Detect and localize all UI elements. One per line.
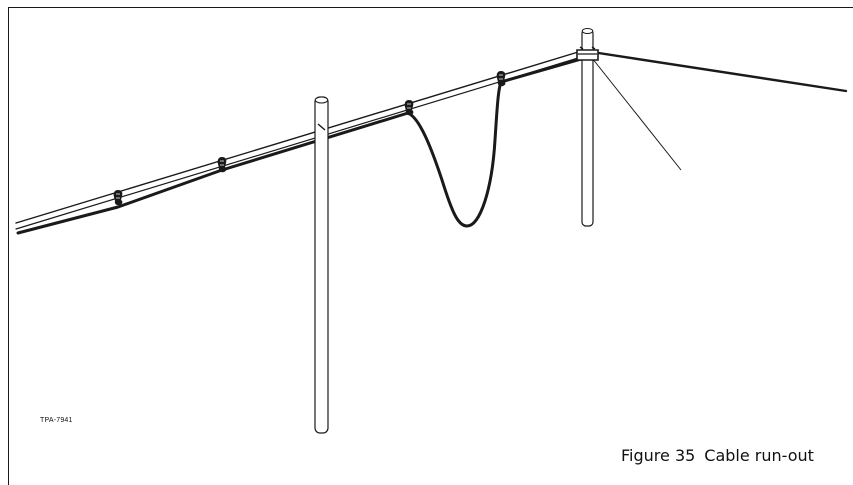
messenger-wire — [15, 48, 848, 230]
clamp-1 — [113, 189, 123, 206]
clamp-4 — [496, 70, 506, 87]
guy-wire — [591, 57, 682, 171]
lashing-clamps — [113, 70, 506, 206]
clamp-3 — [404, 99, 414, 116]
middle-pole — [314, 96, 329, 434]
caption-number: Figure 35 — [621, 446, 696, 465]
reference-code: TPA-7941 — [40, 417, 73, 424]
right-pole — [576, 28, 599, 227]
figure-frame — [8, 7, 853, 485]
cable — [16, 55, 590, 235]
caption-title: Cable run-out — [704, 446, 814, 465]
figure-caption: Figure 35 Cable run-out — [621, 446, 814, 465]
clamp-2 — [217, 156, 227, 173]
